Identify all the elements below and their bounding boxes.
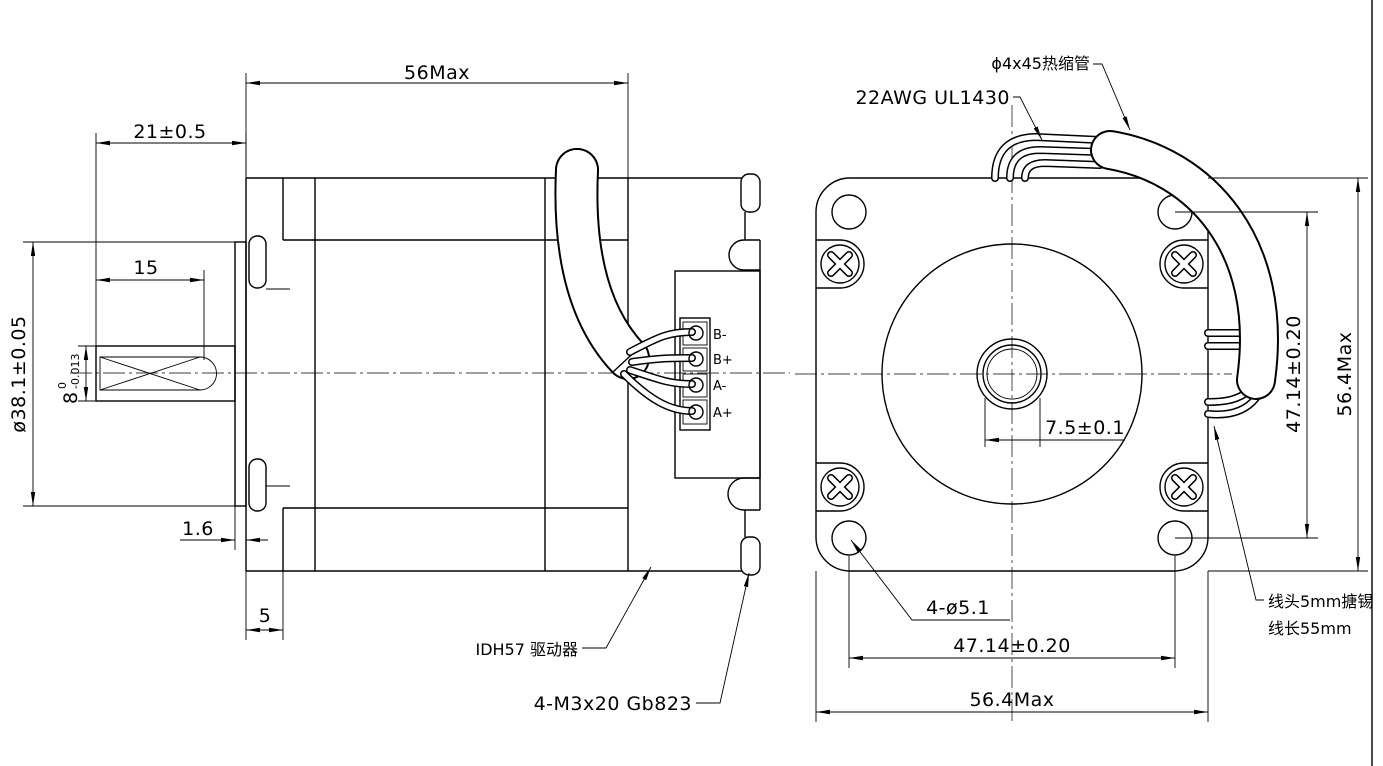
callout-wire-tin-text: 线头5mm搪锡 [1268,592,1373,611]
front-slot-top [248,235,267,289]
dim-body-width: 56.4Max [815,571,1209,722]
hub-inner [982,344,1042,404]
screw-pocket [1159,239,1208,289]
cable-fill [556,150,648,378]
screw-pocket [816,462,865,512]
screw-head [1164,244,1204,284]
dim-hole-spacing-horizontal-text: 47.14±0.20 [953,635,1071,657]
terminal-block [679,317,711,431]
dim-body-height: 56.4Max [1208,177,1368,572]
screw-head [820,244,860,284]
wires-side [620,328,696,415]
dim-hole-spacing-vertical-text: 47.14±0.20 [1283,315,1305,433]
shaft-end [986,348,1038,400]
dim-pilot-thickness-text: 1.6 [182,518,214,540]
callout-screws: 4-M3x20 Gb823 [534,572,750,715]
dim-pilot-diameter-text: ø38.1±0.05 [8,315,30,432]
callout-wire-length-text: 线长55mm [1268,619,1352,638]
front-view: 7.5±0.1 47.14±0.20 56.4Max 4-ø5.1 47.14±… [795,54,1373,725]
front-slot-bottom [248,458,267,512]
terminal-screw [688,404,704,420]
body-outline [245,177,742,572]
hub-outer [976,338,1048,410]
shaft-flat-cross [99,356,201,391]
dim-shaft-tol-upper: 0 [56,382,69,389]
screw-head [820,467,860,507]
callout-screws-text: 4-M3x20 Gb823 [534,693,692,715]
screw-pocket [1159,462,1208,512]
terminal-screw [688,325,704,341]
terminal-screw [688,377,704,393]
screw-pocket [816,239,865,289]
side-view: B- B+ A- A+ 56Max 21±0.5 15 ø38.1±0.05 [8,62,790,715]
pilot-boss [234,241,247,507]
pilot-circle [881,243,1143,505]
dim-shaft-extension-text: 21±0.5 [133,121,206,143]
dim-flange-thickness-text: 5 [259,605,272,627]
shaft-flat [99,356,217,391]
mounting-hole [831,520,867,556]
dim-shaft-diameter: 8 0 -0.013 [56,345,96,404]
dim-hole-spacing-vertical: 47.14±0.20 [1175,211,1318,539]
terminal-label: A+ [713,406,733,421]
dim-body-width-text: 56.4Max [969,689,1054,711]
dim-shaft-tol-lower: -0.013 [69,354,82,389]
terminal-label: A- [713,379,727,394]
dim-flat-length-text: 15 [133,257,158,279]
callout-mounting-holes: 4-ø5.1 [850,539,1010,621]
mounting-hole [831,194,867,230]
callout-heat-shrink-text: ϕ4x45热缩管 [991,54,1090,73]
end-cap-edge [727,212,761,537]
heat-shrink-fill [1092,132,1277,398]
callout-driver-text: IDH57 驱动器 [475,640,578,659]
dim-flat-depth: 7.5±0.1 [984,398,1125,447]
dim-body-height-text: 56.4Max [1334,331,1356,416]
terminal-screw [688,351,704,367]
terminal-label: B- [713,328,727,343]
dim-hole-spacing-horizontal: 47.14±0.20 [848,556,1176,668]
body-inner-lines [282,178,629,571]
dim-flat-length: 15 [96,257,205,360]
dim-overall-length-text: 56Max [404,62,470,84]
dim-pilot-thickness: 1.6 [180,506,268,550]
dim-shaft-extension: 21±0.5 [95,121,247,346]
dim-pilot-diameter: ø38.1±0.05 [8,241,235,507]
dim-shaft-diameter-text: 8 [60,391,82,404]
end-cap-bottom-bump [740,536,761,576]
dim-flat-depth-text: 7.5±0.1 [1045,417,1125,439]
terminal-label: B+ [713,353,733,368]
callout-driver: IDH57 驱动器 [475,566,652,659]
screw-head [1164,467,1204,507]
callout-heat-shrink: ϕ4x45热缩管 [991,54,1131,131]
front-slot-lines [266,288,290,487]
dim-flange-thickness: 5 [245,571,284,640]
callout-wire-ends: 线头5mm搪锡 线长55mm [1213,425,1373,638]
connector-box [674,270,761,479]
callout-mounting-holes-text: 4-ø5.1 [926,597,990,619]
callout-wire-spec-text: 22AWG UL1430 [855,87,1010,109]
callout-wire-spec: 22AWG UL1430 [855,87,1043,141]
wires-top [991,133,1104,182]
end-cap-top-bump [740,173,761,213]
shaft [95,345,236,402]
